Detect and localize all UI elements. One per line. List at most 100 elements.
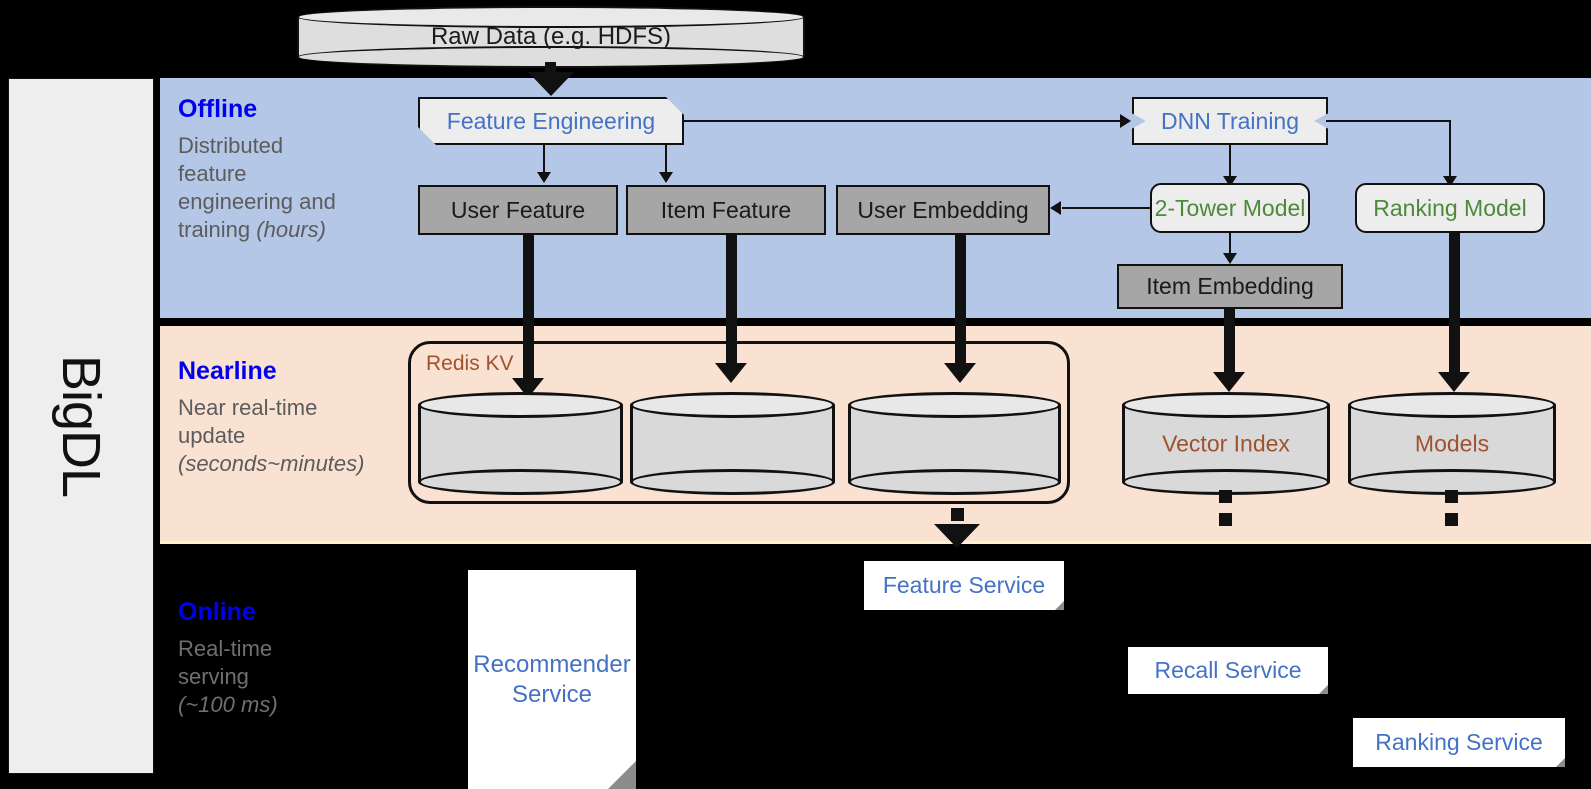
bigdl-sidebar: BigDL [8,78,154,774]
offline-subtitle-l3: engineering and [178,189,336,215]
offline-subtitle-em: (hours) [256,217,326,243]
online-subtitle-em: (~100 ms) [178,692,278,718]
item-embedding-label: Item Embedding [1146,273,1314,299]
connector-fe-dnn [684,120,1121,122]
raw-data-cylinder: Raw Data (e.g. HDFS) [297,6,805,68]
user-feature-label: User Feature [450,196,586,223]
node-recall-service[interactable]: Recall Service [1128,647,1328,694]
pipe-itemembedding-vectorindex [1224,309,1235,384]
cylinder-top [630,392,835,418]
cylinder-top [848,392,1061,418]
offline-subtitle-l2: feature [178,161,247,187]
item-feature-label: Item Feature [660,196,792,223]
offline-subtitle-l4: training [178,217,257,243]
pipe-rankingmodel-models [1449,233,1460,383]
connector-fe-itemfeature [665,145,667,175]
arrowhead-featureservice [934,524,980,548]
nearline-subtitle-l2: update [178,423,246,449]
arrowhead-rawdata-fe [528,72,574,96]
online-caption: Online Real-time serving (~100 ms) [178,598,278,719]
node-user-feature[interactable]: User Feature [418,185,618,235]
online-subtitle: Real-time serving (~100 ms) [178,635,278,719]
recommender-service-l2: Service [511,680,593,708]
arrowhead-itemfeature-store [715,363,747,383]
recall-service-label: Recall Service [1154,657,1302,683]
page-fold-icon [608,761,636,789]
nearline-subtitle: Near real-time update (seconds~minutes) [178,394,364,478]
pipe-itemfeature-store [726,235,737,375]
arrowhead-2tower-itemembedding [1223,253,1237,264]
nearline-title: Nearline [178,357,277,385]
arrowhead-userembedding-store [944,363,976,383]
arrowhead-itemembedding-vectorindex [1213,372,1245,392]
cylinder-user-embedding-store[interactable] [848,392,1061,495]
cylinder-item-feature-store[interactable] [630,392,835,495]
feature-service-label: Feature Service [882,572,1046,598]
arrowhead-dnn-ranking [1443,176,1457,187]
online-title: Online [178,598,256,626]
connector-dnn-ranking-v [1449,120,1451,181]
online-subtitle-l1: Real-time [178,636,273,661]
nearline-subtitle-l1: Near real-time [178,395,318,420]
node-ranking-service[interactable]: Ranking Service [1353,718,1565,767]
cylinder-bottom [630,469,835,495]
arrowhead-fe-dnn [1120,114,1131,128]
recommender-service-l1: Recommender [473,651,631,679]
arrowhead-dnn-2tower [1223,176,1237,187]
nearline-subtitle-em: (seconds~minutes) [178,451,365,477]
vector-index-label: Vector Index [1162,430,1290,456]
offline-subtitle-l1: Distributed [178,133,284,158]
cylinder-bottom [848,469,1061,495]
arrowhead-rankingmodel-models [1438,372,1470,392]
cylinder-models[interactable]: Models [1348,392,1556,495]
pipe-userembedding-store [955,235,966,375]
dash-featureservice-1 [951,508,964,521]
node-ranking-model[interactable]: Ranking Model [1355,183,1545,233]
offline-title: Offline [178,95,258,123]
page-fold-icon [1055,601,1064,610]
page-fold-icon [1556,758,1565,767]
dash-recallservice-2 [1219,513,1232,526]
arrowhead-fe-itemfeature [659,172,673,183]
connector-dnn-ranking-h [1326,120,1451,122]
node-two-tower-model[interactable]: 2-Tower Model [1150,183,1310,233]
connector-2tower-itemembedding [1229,233,1231,258]
pipe-userfeature-store [523,235,534,390]
node-dnn-training[interactable]: DNN Training [1132,97,1328,145]
offline-caption: Offline Distributed feature engineering … [178,95,336,245]
online-subtitle-l2: serving [178,664,249,690]
node-item-embedding[interactable]: Item Embedding [1117,264,1343,309]
feature-engineering-label: Feature Engineering [446,107,656,134]
node-item-feature[interactable]: Item Feature [626,185,826,235]
offline-subtitle: Distributed feature engineering and trai… [178,132,336,245]
cylinder-vector-index[interactable]: Vector Index [1122,392,1330,495]
dash-rankingservice-2 [1445,513,1458,526]
two-tower-model-label: 2-Tower Model [1154,194,1306,221]
connector-dnn-2tower [1229,145,1231,181]
user-embedding-label: User Embedding [857,196,1029,223]
arrowhead-fe-userfeature [537,172,551,183]
ranking-service-label: Ranking Service [1375,729,1543,755]
cylinder-top [297,6,805,28]
page-fold-icon [1319,685,1328,694]
raw-data-label: Raw Data (e.g. HDFS) [430,23,672,50]
dash-recallservice-1 [1219,490,1232,503]
arrowhead-2tower-userembedding [1050,201,1061,215]
ranking-model-label: Ranking Model [1373,194,1527,221]
connector-fe-userfeature [543,145,545,175]
cylinder-top [1348,392,1556,418]
node-feature-engineering[interactable]: Feature Engineering [418,97,684,145]
models-label: Models [1414,430,1490,456]
cylinder-top [1122,392,1330,418]
connector-2tower-userembedding [1062,207,1152,209]
connector-rawdata-fe [545,62,556,76]
node-user-embedding[interactable]: User Embedding [836,185,1050,235]
dash-rankingservice-1 [1445,490,1458,503]
node-feature-service[interactable]: Feature Service [864,561,1064,610]
bigdl-label: BigDL [50,354,111,498]
cylinder-user-feature-store[interactable] [418,392,623,495]
dnn-training-label: DNN Training [1160,107,1300,134]
node-recommender-service[interactable]: Recommender Service [468,570,636,789]
cylinder-top [418,392,623,418]
